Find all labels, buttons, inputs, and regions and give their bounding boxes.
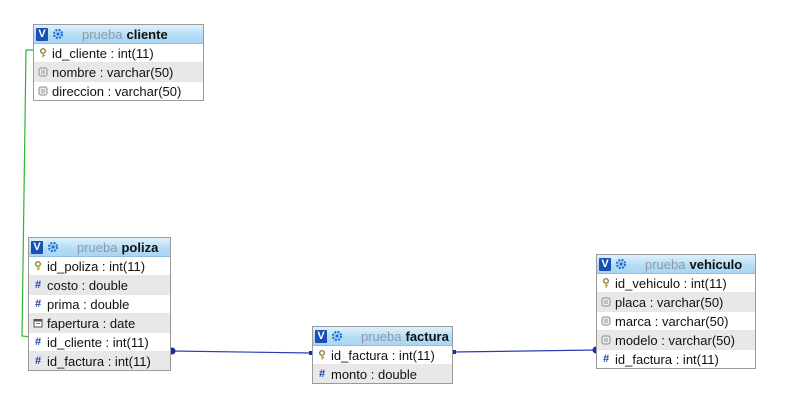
table-header[interactable]: V prueba vehiculo <box>597 255 755 274</box>
column-row[interactable]: # id_cliente : int(11) <box>29 332 170 351</box>
gear-icon[interactable] <box>47 241 59 253</box>
column-label: costo : double <box>47 277 128 293</box>
relation-line-poliza-factura[interactable] <box>170 350 314 354</box>
column-label: nombre : varchar(50) <box>52 64 174 80</box>
numeric-field-icon: # <box>34 355 42 367</box>
column-row[interactable]: id_factura : int(11) <box>313 346 452 364</box>
table-header[interactable]: V prueba cliente <box>34 25 203 44</box>
numeric-field-icon: # <box>34 279 42 291</box>
column-row[interactable]: id_vehiculo : int(11) <box>597 274 755 292</box>
column-label: id_poliza : int(11) <box>47 258 146 274</box>
toggle-columns-button[interactable]: V <box>36 27 48 41</box>
key-icon <box>38 48 48 58</box>
text-field-icon <box>601 316 611 326</box>
numeric-field-icon: # <box>318 368 326 380</box>
table-header[interactable]: V prueba factura <box>313 327 452 346</box>
column-label: id_cliente : int(11) <box>47 334 149 350</box>
column-row[interactable]: nombre : varchar(50) <box>34 62 203 81</box>
date-field-icon <box>33 318 43 328</box>
relation-line-cliente-poliza[interactable] <box>21 49 34 338</box>
column-label: id_vehiculo : int(11) <box>615 275 727 291</box>
table-vehiculo[interactable]: V prueba vehiculo id_vehiculo : int(11) p… <box>596 254 756 369</box>
column-row[interactable]: # monto : double <box>313 364 452 383</box>
column-row[interactable]: placa : varchar(50) <box>597 292 755 311</box>
relation-endpoint <box>309 351 313 355</box>
table-name: factura <box>405 328 449 344</box>
column-row[interactable]: # id_factura : int(11) <box>29 351 170 370</box>
column-label: placa : varchar(50) <box>615 294 724 310</box>
table-name: cliente <box>126 26 168 42</box>
table-poliza[interactable]: V prueba poliza id_poliza : int(11) # cost… <box>28 237 171 371</box>
column-label: direccion : varchar(50) <box>52 83 182 99</box>
database-name: prueba <box>77 239 118 255</box>
column-label: fapertura : date <box>47 315 136 331</box>
column-label: id_cliente : int(11) <box>52 45 154 61</box>
table-factura[interactable]: V prueba factura id_factura : int(11) # mo… <box>312 326 453 384</box>
column-label: modelo : varchar(50) <box>615 332 735 348</box>
table-name: poliza <box>121 239 159 255</box>
column-row[interactable]: fapertura : date <box>29 313 170 332</box>
key-icon <box>317 350 327 360</box>
column-row[interactable]: id_cliente : int(11) <box>34 44 203 62</box>
database-name: prueba <box>82 26 123 42</box>
column-label: id_factura : int(11) <box>615 351 719 367</box>
toggle-columns-button[interactable]: V <box>599 257 611 271</box>
column-label: monto : double <box>331 366 418 382</box>
column-label: prima : double <box>47 296 130 312</box>
column-label: marca : varchar(50) <box>615 313 729 329</box>
numeric-field-icon: # <box>602 353 610 365</box>
column-row[interactable]: # costo : double <box>29 275 170 294</box>
text-field-icon <box>601 297 611 307</box>
table-name: vehiculo <box>689 256 743 272</box>
gear-icon[interactable] <box>615 258 627 270</box>
table-cliente[interactable]: V prueba cliente id_cliente : int(11) nom… <box>33 24 204 101</box>
column-label: id_factura : int(11) <box>331 347 435 363</box>
column-row[interactable]: marca : varchar(50) <box>597 311 755 330</box>
database-name: prueba <box>361 328 402 344</box>
toggle-columns-button[interactable]: V <box>315 329 327 343</box>
column-row[interactable]: direccion : varchar(50) <box>34 81 203 100</box>
key-icon <box>601 278 611 288</box>
table-header[interactable]: V prueba poliza <box>29 238 170 257</box>
column-row[interactable]: modelo : varchar(50) <box>597 330 755 349</box>
gear-icon[interactable] <box>331 330 343 342</box>
text-field-icon <box>601 335 611 345</box>
database-name: prueba <box>645 256 686 272</box>
key-icon <box>33 261 43 271</box>
relation-endpoint <box>452 350 456 354</box>
column-row[interactable]: # prima : double <box>29 294 170 313</box>
relation-line-factura-vehiculo[interactable] <box>452 349 598 353</box>
numeric-field-icon: # <box>34 298 42 310</box>
numeric-field-icon: # <box>34 336 42 348</box>
gear-icon[interactable] <box>52 28 64 40</box>
column-label: id_factura : int(11) <box>47 353 151 369</box>
toggle-columns-button[interactable]: V <box>31 240 43 254</box>
column-row[interactable]: # id_factura : int(11) <box>597 349 755 368</box>
text-field-icon <box>38 86 48 96</box>
column-row[interactable]: id_poliza : int(11) <box>29 257 170 275</box>
text-field-icon <box>38 67 48 77</box>
